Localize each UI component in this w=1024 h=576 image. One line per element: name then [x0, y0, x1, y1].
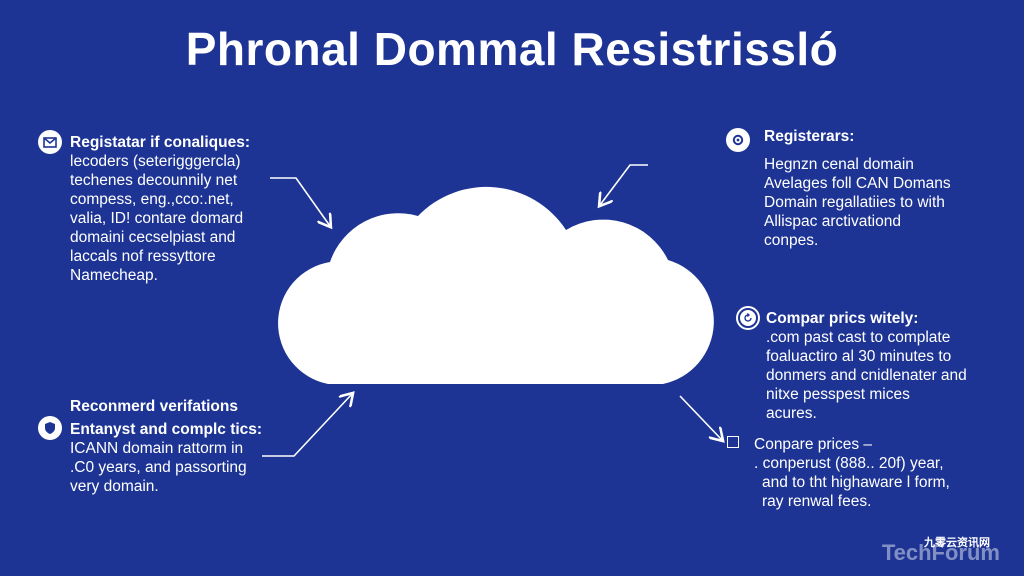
block-line: Avelages foll CAN Domans [764, 175, 951, 192]
block-top-left-heading: Registatar if conaliques: [70, 134, 251, 151]
block-line: .C0 years, and passorting [70, 459, 247, 476]
page-title: Phronal Dommal Resistrissló [185, 23, 839, 75]
square-icon [727, 436, 739, 448]
block-bottom-right: Conpare prices – . conperust (888.. 20f)… [754, 435, 950, 511]
cloud-graphic [278, 186, 714, 384]
arrow-bottom-left [262, 394, 352, 457]
block-top-right-heading: Registerars: [764, 128, 855, 145]
block-mid-right-heading: Compar prics witely: [766, 310, 919, 327]
block-line: ray renwal fees. [762, 493, 872, 510]
block-line: domaini cecselpiast and [70, 229, 236, 246]
block-line: Allispac arctivationd [764, 213, 901, 230]
block-line: compess, eng.,cco:.net, [70, 191, 234, 208]
block-line: .com past cast to complate [766, 329, 951, 346]
arrow-bottom-right [679, 395, 722, 440]
block-line: foaluactiro al 30 minutes to [766, 348, 952, 365]
watermark-en: TechForum [881, 540, 1000, 565]
gear-icon [726, 128, 750, 152]
watermark-cn: 九零云资讯网 [924, 537, 990, 549]
block-line: ICANN domain rattorm in [70, 440, 244, 457]
arrow-top-left [270, 177, 330, 226]
arrow-top-right [600, 164, 648, 205]
block-top-left: Registatar if conaliques: lecoders (sete… [70, 133, 250, 285]
block-line: nitxe pesspest mices [766, 386, 910, 403]
refresh-icon [736, 306, 760, 330]
block-top-right: Registerars: Hegnzn cenal domain Avelage… [764, 127, 951, 250]
block-line: lecoders (seterigggercla) [70, 153, 241, 170]
block-mid-right: Compar prics witely: .com past cast to c… [766, 309, 967, 423]
block-bottom-left-top-heading: Reconmerd verifations [70, 397, 238, 416]
block-line: Domain regallatiies to with [764, 194, 945, 211]
shield-icon [38, 416, 62, 440]
block-line: conpes. [764, 232, 819, 249]
block-line: Namecheap. [70, 267, 158, 284]
block-bottom-left: Entanyst and complc tics: ICANN domain r… [70, 420, 262, 496]
block-line: and to tht highaware l form, [762, 474, 950, 491]
block-bottom-right-heading: Conpare prices – [754, 436, 873, 453]
block-line: . conperust (888.. 20f) year, [754, 455, 944, 472]
block-line: Hegnzn cenal domain [764, 156, 914, 173]
block-bottom-left-subheading: Reconmerd verifations [70, 398, 238, 415]
block-line: valia, ID! contare domard [70, 210, 244, 227]
block-line: techenes decounnily net [70, 172, 238, 189]
block-line: very domain. [70, 478, 159, 495]
envelope-icon [38, 130, 62, 154]
block-line: acures. [766, 405, 817, 422]
block-line: laccals nof ressyttore [70, 248, 216, 265]
block-line: donmers and cnidlenater and [766, 367, 967, 384]
block-bottom-left-heading: Entanyst and complc tics: [70, 421, 263, 438]
